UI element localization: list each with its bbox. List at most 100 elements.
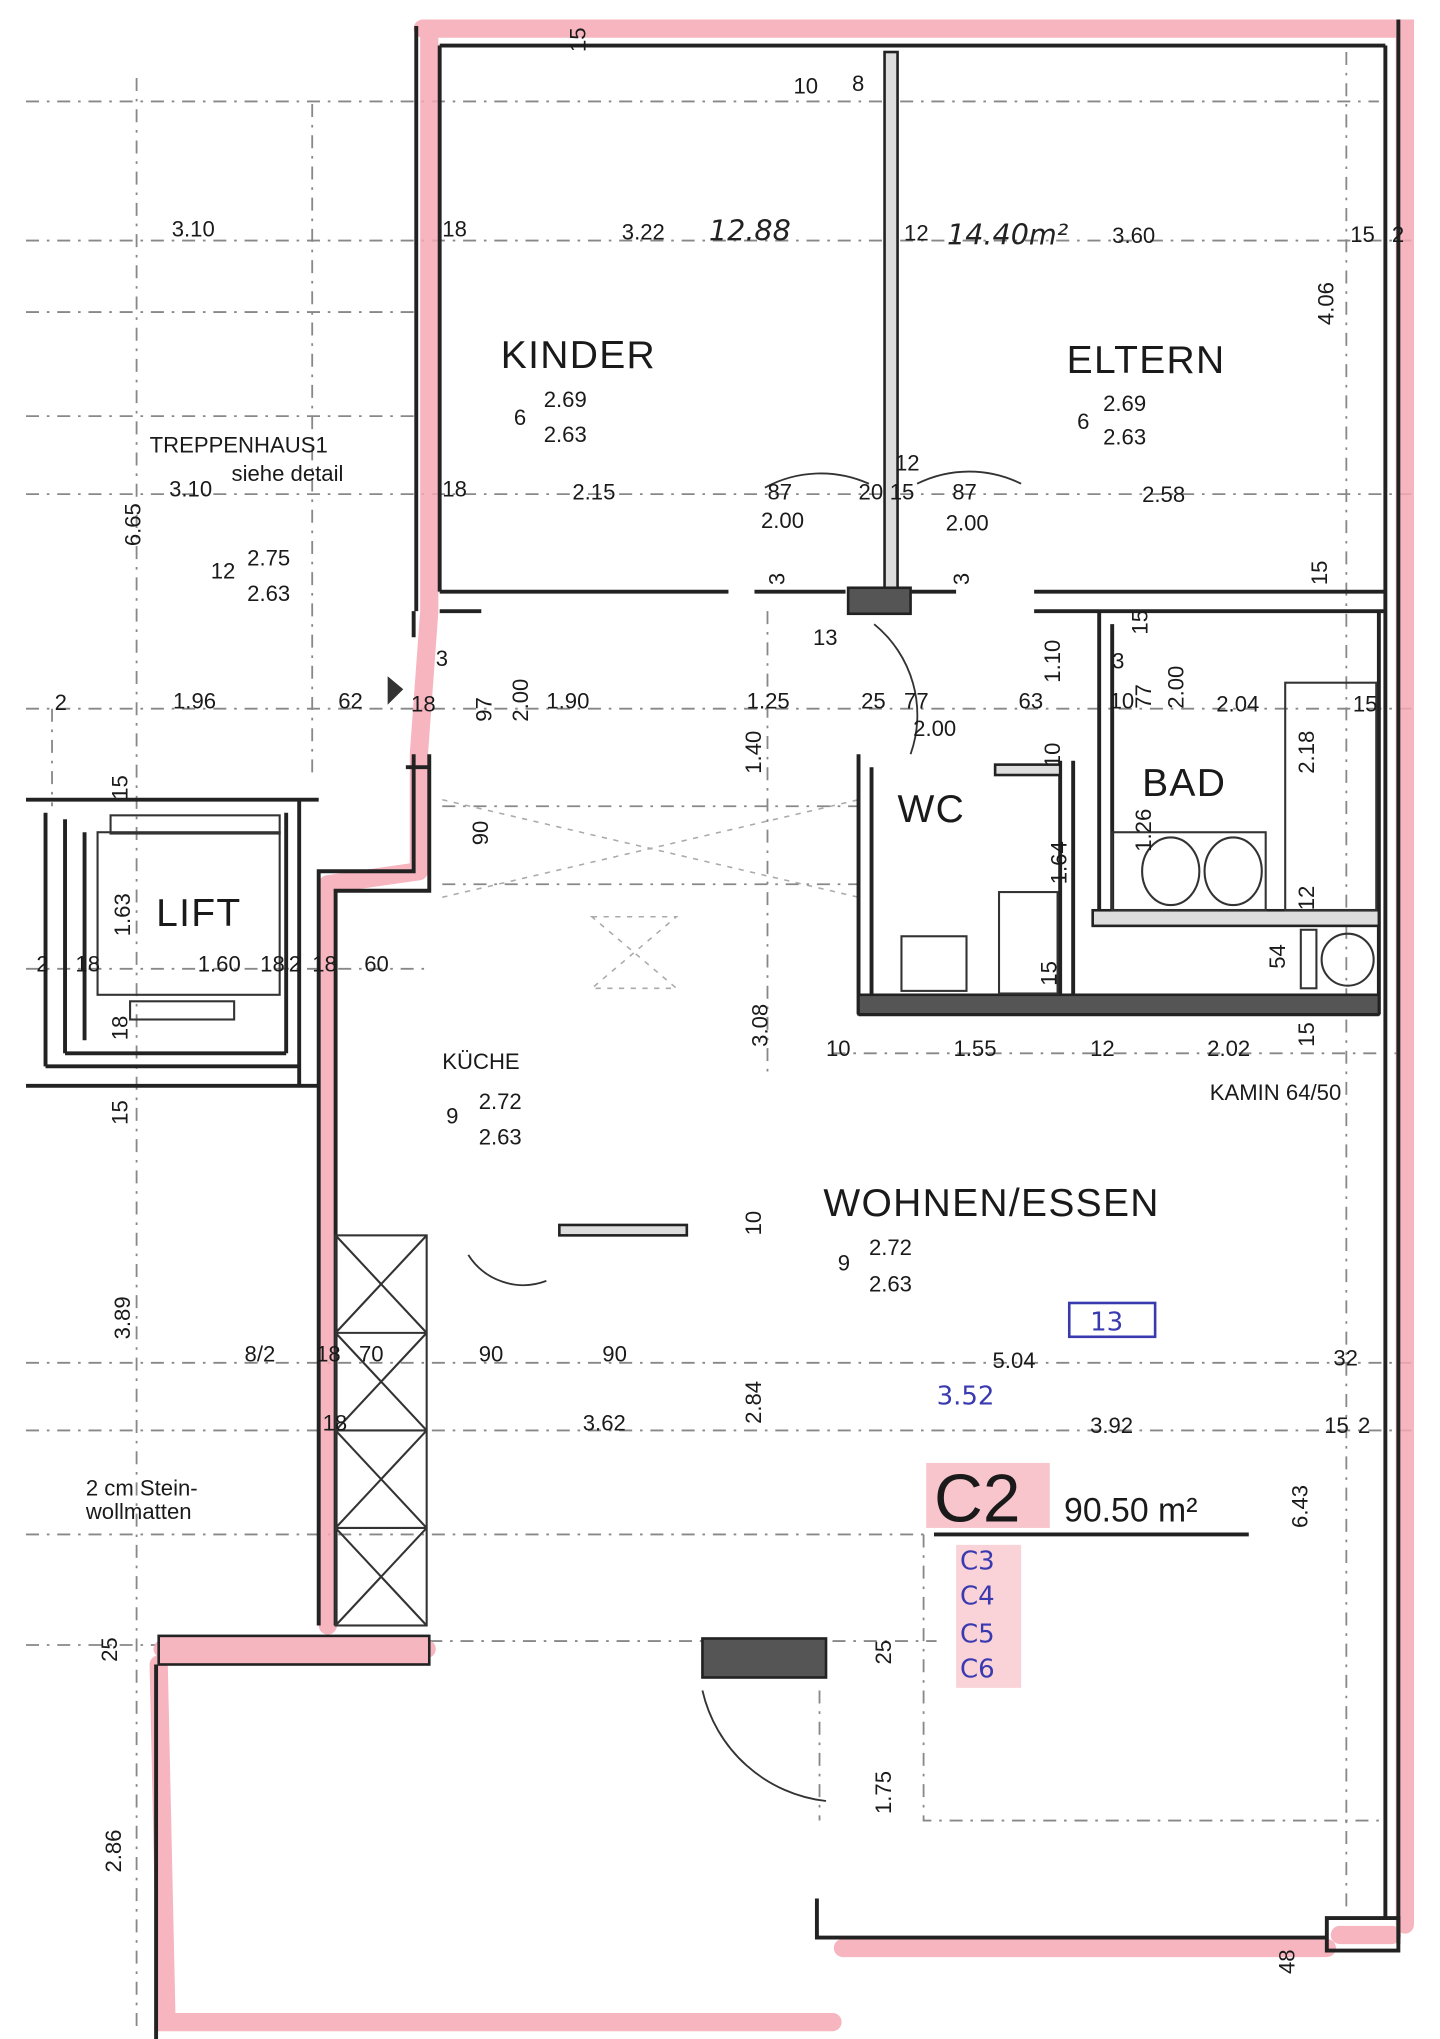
dimension-label: 3 (949, 573, 974, 585)
dimension-label: 18 (312, 951, 337, 976)
dimension-label: 90 (479, 1342, 504, 1367)
insulation-label-line1: 2 cm Stein- (86, 1475, 198, 1500)
dimension-label: 3 (1112, 648, 1124, 673)
dimension-label: 2.00 (761, 508, 804, 533)
dimension-label: 15 (890, 479, 915, 504)
dimension-label: 18 (411, 691, 436, 716)
insulation-label-line2: wollmatten (85, 1499, 192, 1524)
dimension-label: 15 (107, 775, 132, 800)
dimension-label: 1.63 (110, 893, 135, 936)
dimension-label: 1.96 (173, 689, 216, 714)
room-lift-label: LIFT (156, 892, 241, 935)
dimension-label: 2 (55, 690, 67, 715)
dimension-label: 2.02 (1207, 1036, 1250, 1061)
dimension-label: 10 (793, 74, 818, 99)
dimension-label: 97 (472, 697, 497, 722)
dimension-label: 1.55 (953, 1036, 996, 1061)
room-eltern-label: ELTERN (1067, 339, 1226, 382)
treppenhaus-lower-height: 2.63 (247, 581, 290, 606)
dimension-label: 10 (741, 1211, 766, 1236)
dimension-label: 18 (442, 477, 467, 502)
wohnen-lower-height: 2.63 (869, 1271, 912, 1296)
dimension-label: 3.60 (1112, 223, 1155, 248)
dimension-label: 12 (1090, 1036, 1115, 1061)
treppenhaus-code: 12 (211, 559, 236, 584)
dimension-label: 15 (1127, 610, 1152, 635)
treppenhaus-note: siehe detail (232, 461, 344, 486)
dimension-label: 10 (1110, 689, 1135, 714)
room-bad-label: BAD (1142, 762, 1226, 805)
handwritten-code-c5: C5 (960, 1619, 995, 1649)
highlight-walls (149, 19, 1414, 2032)
dimension-label: 3.92 (1090, 1413, 1133, 1438)
dimension-label: 77 (1131, 684, 1156, 709)
dimension-label: 2.00 (946, 511, 989, 536)
dimension-label: 25 (871, 1640, 896, 1665)
dimension-label: 54 (1265, 944, 1290, 969)
unit-area: 90.50 m² (1064, 1491, 1197, 1529)
unit-label: C2 90.50 m² (926, 1461, 1249, 1536)
kinder-code: 6 (514, 405, 526, 430)
handwritten-code-c4: C4 (960, 1582, 995, 1612)
dimension-label: 70 (359, 1342, 384, 1367)
dimension-label: 1.10 (1040, 640, 1065, 683)
kinder-lower-height: 2.63 (544, 422, 587, 447)
dimension-label: 2.58 (1142, 482, 1185, 507)
dimension-label: 15 (1324, 1413, 1349, 1438)
kueche-upper-height: 2.72 (479, 1089, 522, 1114)
dimension-label: 2 (36, 951, 48, 976)
dimension-label: 3.89 (110, 1296, 135, 1339)
dimension-label: 60 (364, 951, 389, 976)
room-wohnen-essen-label: WOHNEN/ESSEN (823, 1182, 1159, 1225)
dimension-label: 12 (895, 451, 920, 476)
room-treppenhaus-label: TREPPENHAUS1 (150, 433, 328, 458)
room-kueche-label: KÜCHE (442, 1049, 519, 1074)
dimension-label: 90 (468, 821, 493, 846)
kueche-code: 9 (446, 1104, 458, 1129)
handwritten-notes: 13 3.52 C3 C4 C5 C6 (937, 1301, 1157, 1688)
eltern-area: 14.40m² (947, 217, 1069, 251)
dimension-label: 15 (1036, 961, 1061, 986)
room-kinder-label: KINDER (501, 334, 656, 377)
dimension-label: 2.00 (508, 679, 533, 722)
dimension-label: 18 (107, 1016, 132, 1041)
dimension-label: 4.06 (1313, 282, 1338, 325)
unit-id: C2 (934, 1461, 1020, 1536)
kinder-upper-height: 2.69 (544, 387, 587, 412)
dimension-label: 62 (338, 689, 363, 714)
dimension-label: 25 (861, 689, 886, 714)
dimension-label: 3.10 (169, 477, 212, 502)
dimension-label: 2.86 (101, 1830, 126, 1873)
dimension-label: 20 (859, 479, 884, 504)
dimension-label: 1.64 (1047, 841, 1072, 884)
dimension-label: 3 (436, 646, 448, 671)
dimension-label: 90 (602, 1342, 627, 1367)
eltern-upper-height: 2.69 (1103, 391, 1146, 416)
dimension-label: 18 (442, 217, 467, 242)
dimension-label: 12 (904, 221, 929, 246)
dimension-label: 3.08 (747, 1004, 772, 1047)
dimension-label: 2.00 (1164, 666, 1189, 709)
dimension-label: 15 (1294, 1022, 1319, 1047)
dimension-label: 1.26 (1131, 809, 1156, 852)
dimension-label: 2 (1392, 222, 1404, 247)
dimension-label: 3.22 (622, 219, 665, 244)
dimension-label: 2 (289, 951, 301, 976)
room-labels: KINDER 6 2.69 2.63 12.88 ELTERN 6 2.69 2… (85, 214, 1341, 1524)
dimension-label: 1.25 (747, 689, 790, 714)
dimension-label: 12 (1294, 886, 1319, 911)
kamin-label: KAMIN 64/50 (1210, 1080, 1342, 1105)
dimension-label: 15 (1353, 691, 1378, 716)
dimension-label: 8/2 (245, 1342, 276, 1367)
dimension-label: 15 (565, 27, 590, 52)
dimension-label: 2.00 (913, 716, 956, 741)
dimension-label: 5.04 (993, 1348, 1036, 1373)
dimension-label: 87 (952, 479, 977, 504)
eltern-lower-height: 2.63 (1103, 425, 1146, 450)
dimension-label: 18 (260, 951, 285, 976)
dimension-label: 2.15 (572, 479, 615, 504)
handwritten-measure: 3.52 (937, 1381, 995, 1411)
dimension-label: 3.10 (172, 217, 215, 242)
dimension-label: 18 (323, 1410, 348, 1435)
dimension-label: 8 (852, 71, 864, 96)
